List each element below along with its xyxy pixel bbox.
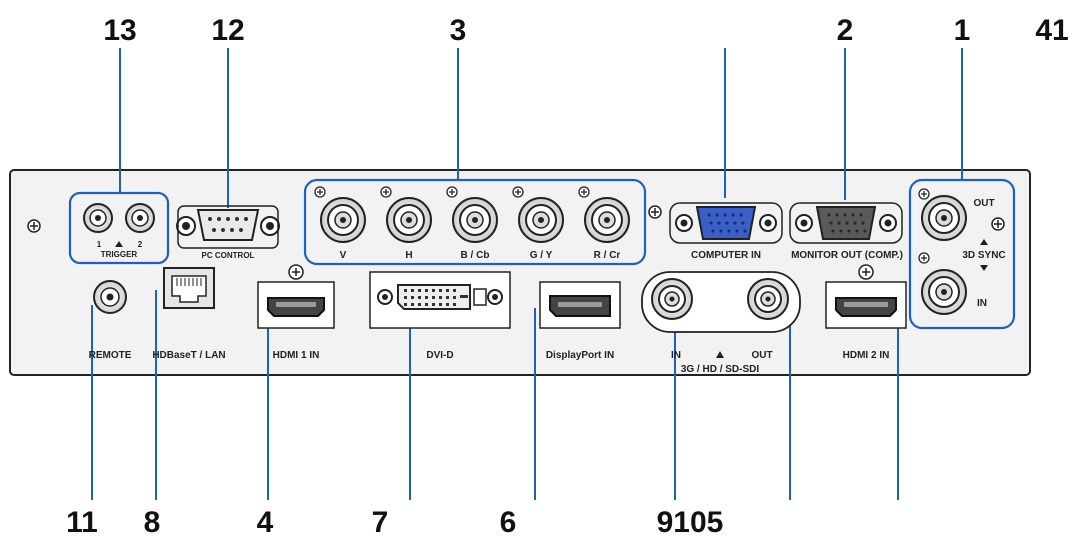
hdbaset-lan-label: HDBaseT / LAN <box>152 350 225 361</box>
screw-icon <box>446 186 458 198</box>
bnc-port-r-cr <box>584 197 630 243</box>
h-label: H <box>405 250 412 261</box>
3d-sync-label: 3D SYNC <box>962 250 1005 261</box>
displayport-in-label: DisplayPort IN <box>546 350 614 361</box>
leader-lines <box>91 48 963 500</box>
trigger-callout-outline <box>68 191 170 265</box>
screw-icon <box>512 186 524 198</box>
callout-number-9105: 9105 <box>657 506 724 539</box>
pc-control-label: PC CONTROL <box>202 251 255 260</box>
screw-icon <box>380 186 392 198</box>
3d-sync-in-port <box>921 269 967 315</box>
3d-sync-callout-outline <box>908 178 1016 330</box>
r-cr-label: R / Cr <box>594 250 621 261</box>
screw-icon <box>648 205 662 219</box>
monitor-out-label: MONITOR OUT (COMP.) <box>791 250 903 261</box>
g-y-label: G / Y <box>530 250 553 261</box>
displayport-in-port <box>539 281 621 329</box>
callout-number-6: 6 <box>500 506 517 539</box>
screw-icon <box>918 188 930 200</box>
callout-number-12: 12 <box>211 14 244 47</box>
remote-label: REMOTE <box>89 350 132 361</box>
sdi-in-port <box>651 278 693 320</box>
monitor-out-port <box>789 202 903 244</box>
screw-icon <box>314 186 326 198</box>
bnc-port-g-y <box>518 197 564 243</box>
callout-number-2: 2 <box>837 14 854 47</box>
trigger-1-label: 1 <box>97 240 102 249</box>
screw-icon <box>918 252 930 264</box>
computer-in-label: COMPUTER IN <box>691 250 761 261</box>
triangle-up-icon <box>980 239 988 245</box>
callout-number-13: 13 <box>103 14 136 47</box>
3d-sync-out-label: OUT <box>973 198 994 209</box>
triangle-up-icon <box>716 351 724 358</box>
hdbaset-lan-port <box>163 267 215 309</box>
trigger-2-label: 2 <box>138 240 143 249</box>
bnc-port-h <box>386 197 432 243</box>
v-label: V <box>340 250 347 261</box>
dvi-d-port <box>369 271 511 329</box>
callout-number-11: 11 <box>66 506 98 539</box>
triangle-up-icon <box>115 241 123 247</box>
computer-in-port <box>669 202 783 244</box>
trigger-label: TRIGGER <box>101 250 138 259</box>
hdmi-2-in-label: HDMI 2 IN <box>843 350 890 361</box>
hdmi-2-in-port <box>825 281 907 329</box>
b-cb-label: B / Cb <box>461 250 490 261</box>
screw-icon <box>578 186 590 198</box>
sdi-in-label: IN <box>671 350 681 361</box>
trigger-jack-1 <box>83 203 113 233</box>
screw-icon <box>288 264 304 280</box>
callout-number-4: 4 <box>257 506 274 539</box>
sdi-out-label: OUT <box>751 350 772 361</box>
pc-control-port <box>176 205 280 249</box>
triangle-down-icon <box>980 265 988 271</box>
callout-number-7: 7 <box>372 506 389 539</box>
callout-number-1: 1 <box>954 14 971 47</box>
callout-number-41: 41 <box>1035 14 1068 47</box>
callout-number-3: 3 <box>450 14 467 47</box>
3d-sync-out-port <box>921 195 967 241</box>
dvi-d-label: DVI-D <box>426 350 453 361</box>
bnc-port-v <box>320 197 366 243</box>
sdi-standard-label: 3G / HD / SD-SDI <box>681 364 760 375</box>
hdmi-1-in-label: HDMI 1 IN <box>273 350 320 361</box>
screw-icon <box>858 264 874 280</box>
hdmi-1-in-port <box>257 281 335 329</box>
3d-sync-in-label: IN <box>977 298 987 309</box>
screw-icon <box>991 217 1005 231</box>
screw-icon <box>27 219 41 233</box>
rgb-bnc-callout-outline <box>303 178 647 266</box>
bnc-port-b-cb <box>452 197 498 243</box>
trigger-jack-2 <box>125 203 155 233</box>
remote-port <box>93 280 127 314</box>
sdi-out-port <box>747 278 789 320</box>
callout-number-8: 8 <box>144 506 161 539</box>
